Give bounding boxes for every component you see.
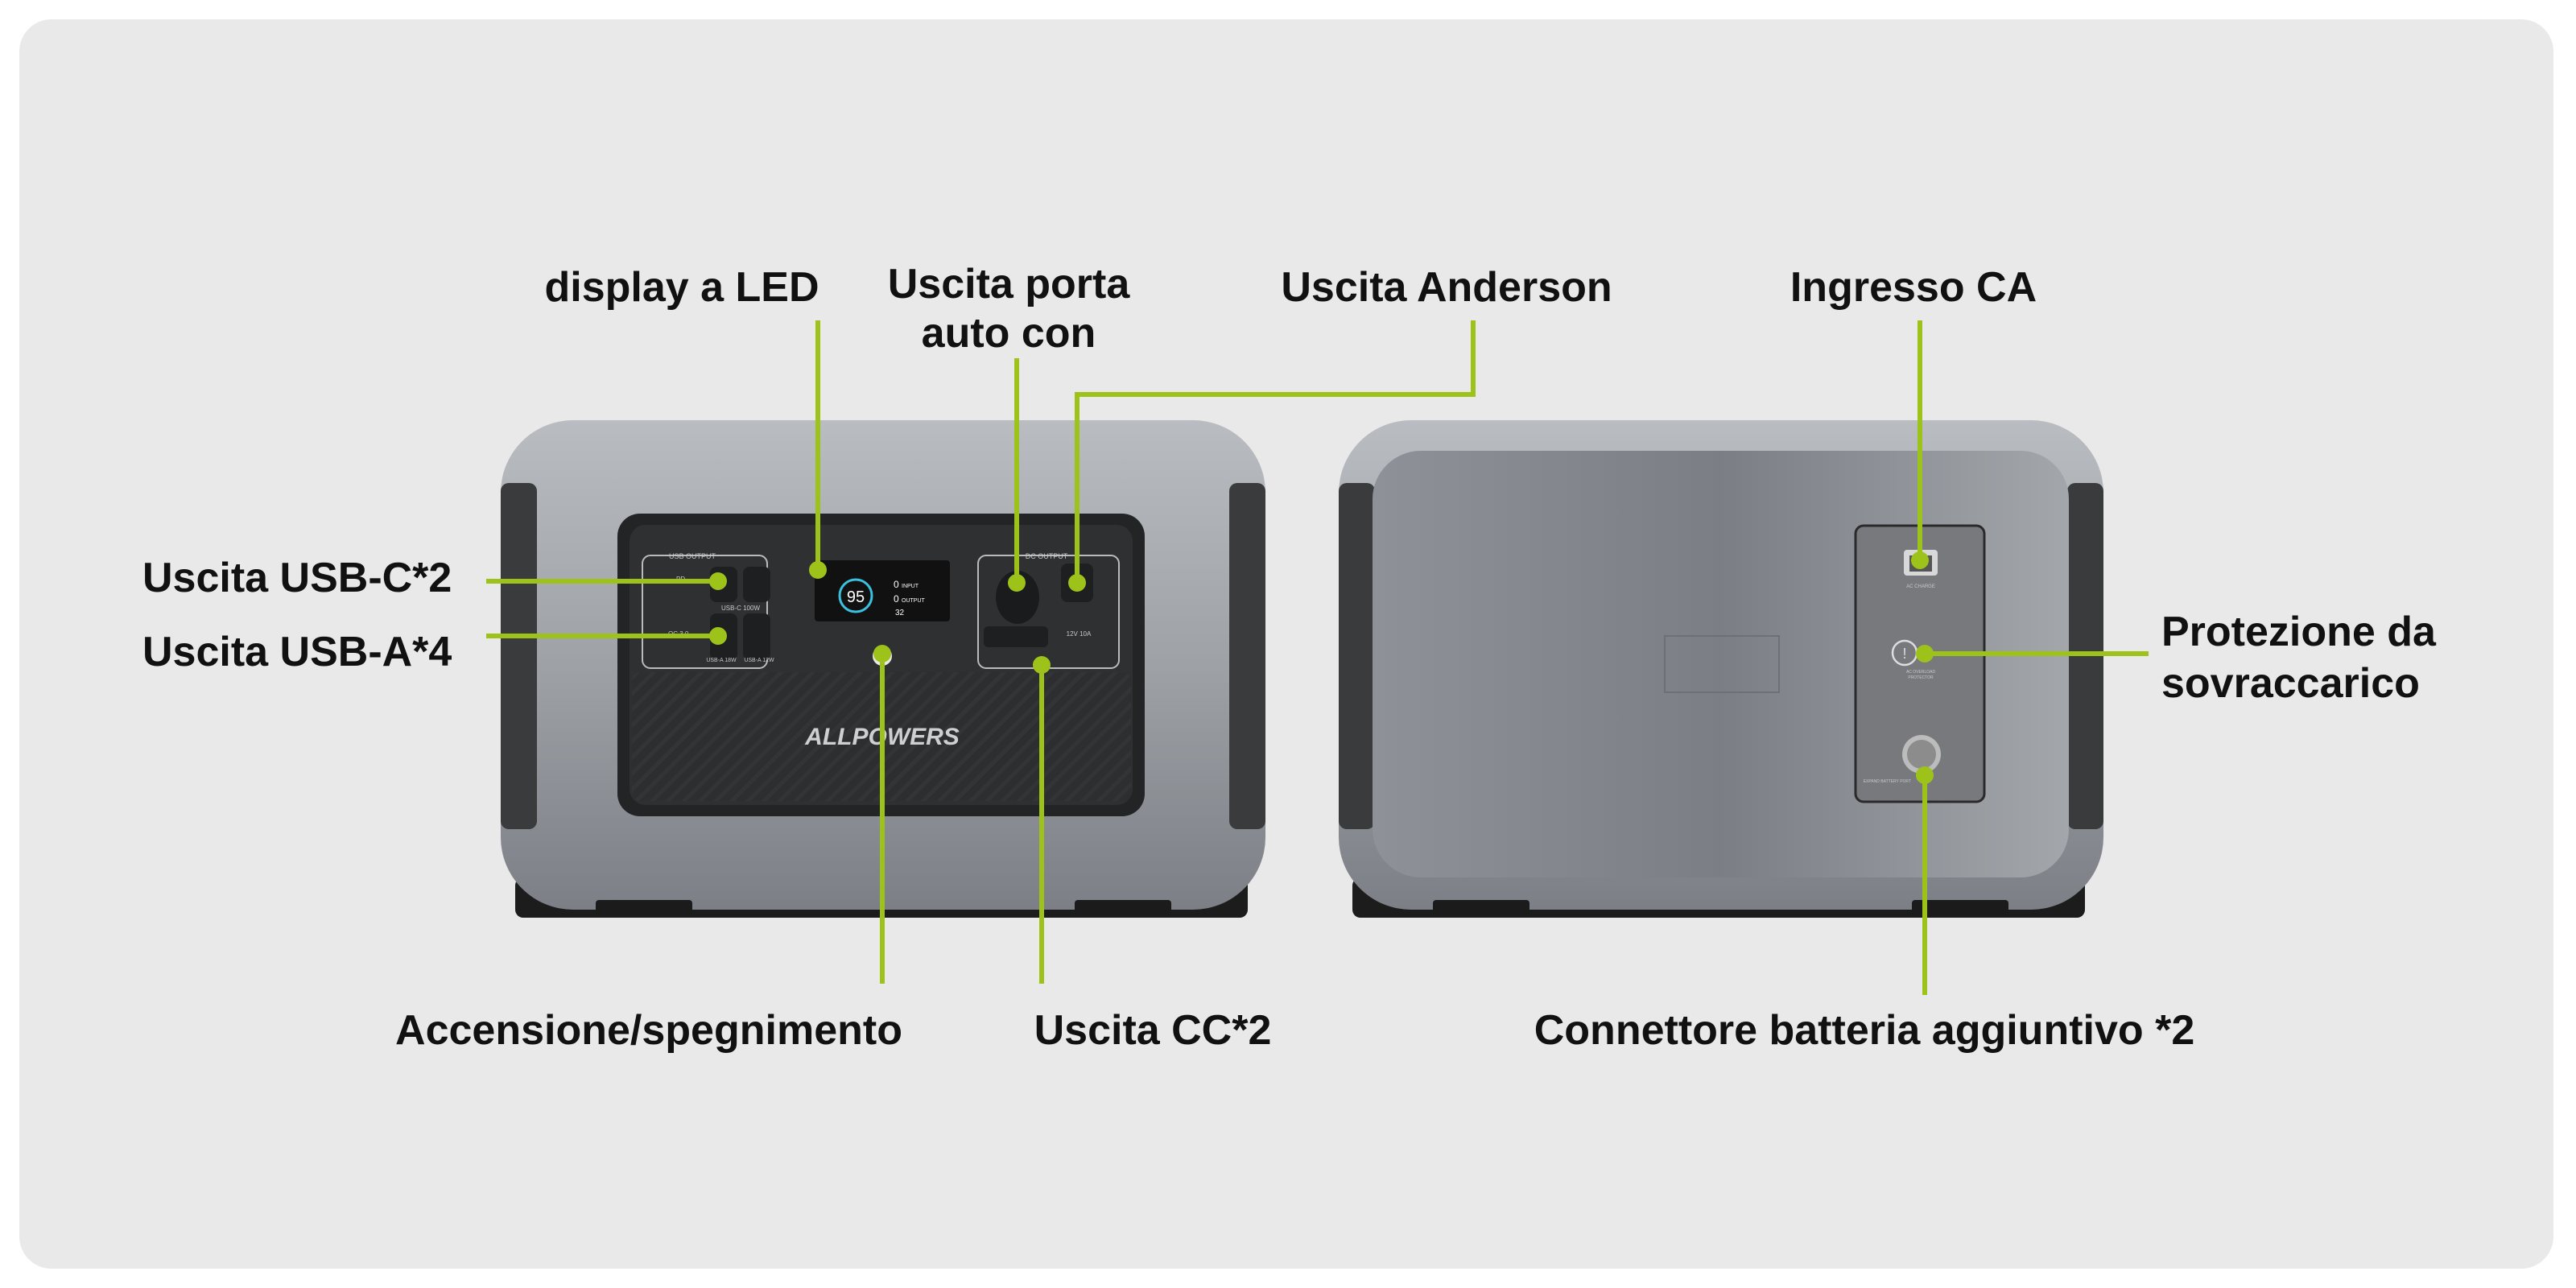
power-station-front: ALLPOWERS USB OUTPUT PD QC 3.0 USB-C 100… [501,420,1265,918]
led-display [815,560,950,621]
callout-anderson [1075,320,1476,583]
label-plate [1664,635,1780,693]
power-station-rear: AC CHARGE ! AC OVERLOAD PROTECTOR EXPAND… [1339,420,2103,918]
label-ac-input: Ingresso CA [1790,264,2037,311]
svg-text:USB OUTPUT: USB OUTPUT [669,552,716,560]
dc-port [984,626,1048,647]
left-vent [501,483,537,829]
label-led-display: display a LED [544,264,819,311]
callout-lines [486,320,2149,995]
svg-text:95: 95 [847,588,865,606]
label-usb-a: Uscita USB-A*4 [142,629,452,675]
svg-text:32: 32 [895,609,905,617]
overload-exclamation: ! [1902,646,1906,662]
svg-text:USB-A 18W: USB-A 18W [706,658,737,663]
label-car-port-line1: Uscita porta [887,261,1130,308]
background-card [19,19,2553,1269]
label-anderson: Uscita Anderson [1281,264,1612,311]
svg-text:12V 10A: 12V 10A [1067,630,1092,638]
label-car-port-line2: auto con [921,310,1096,357]
label-overload-line2: sovraccarico [2161,660,2420,707]
label-usb-c: Uscita USB-C*2 [142,555,452,601]
svg-text:USB-C 100W: USB-C 100W [721,605,760,612]
svg-text:PROTECTOR: PROTECTOR [1908,675,1934,680]
svg-text:0: 0 [894,579,899,590]
svg-text:INPUT: INPUT [902,584,919,589]
svg-text:AC CHARGE: AC CHARGE [1906,584,1935,589]
svg-text:USB-A 12W: USB-A 12W [744,658,774,663]
usb-output-box [642,555,768,669]
usb-c-port [743,567,770,602]
right-vent [1229,483,1265,829]
label-overload-line1: Protezione da [2161,609,2436,655]
label-battery-connector: Connettore batteria aggiuntivo *2 [1534,1007,2195,1054]
svg-text:0: 0 [894,593,899,605]
svg-text:DC OUTPUT: DC OUTPUT [1026,552,1068,560]
car-port [996,571,1039,624]
svg-text:OUTPUT: OUTPUT [902,598,926,604]
callout-dots [709,551,1934,784]
label-dc-output: Uscita CC*2 [1034,1007,1272,1054]
expand-port-label: EXPAND BATTERY PORT [1864,779,1911,784]
svg-text:AC OVERLOAD: AC OVERLOAD [1906,670,1936,675]
usb-a-port [743,613,770,660]
label-power: Accensione/spegnimento [395,1007,902,1054]
